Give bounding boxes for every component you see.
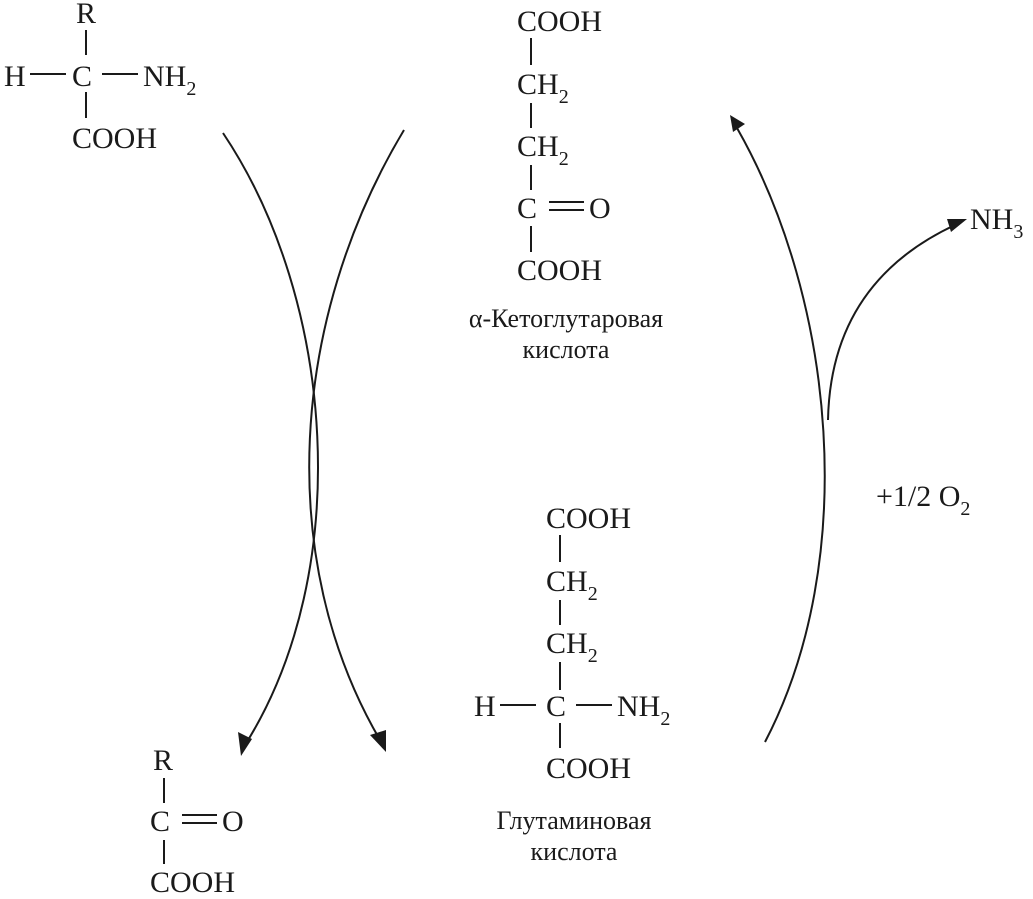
akg-o: O — [589, 192, 611, 225]
akg-name-line2: кислота — [523, 335, 610, 364]
arrow-akg-to-glu — [308, 129, 405, 741]
akg-ch2-1: CH2 — [517, 68, 569, 108]
arrow-head-ammonia — [947, 219, 967, 232]
glu-nh2: NH2 — [617, 690, 670, 730]
akg-name-line1: α-Кетоглутаровая — [469, 304, 663, 333]
arrow-glu-to-akg — [736, 127, 826, 743]
keto-acid-o: O — [222, 805, 244, 838]
arrow-to-ammonia — [827, 224, 956, 421]
amino-acid-structure: R H C NH2 COOH — [4, 0, 196, 155]
akg-c: C — [517, 192, 537, 225]
keto-acid-c: C — [150, 805, 170, 838]
glutamate-structure: COOH CH2 CH2 H C NH2 COOH Глутаминовая к… — [474, 502, 670, 866]
glu-cooh-top: COOH — [546, 502, 631, 535]
akg-ch2-2: CH2 — [517, 130, 569, 170]
glu-name-line2: кислота — [531, 837, 618, 866]
amino-acid-h: H — [4, 60, 26, 93]
glu-name-line1: Глутаминовая — [497, 806, 652, 835]
arrow-head-keto — [238, 732, 252, 756]
oxygen-label: +1/2 O2 — [876, 480, 970, 520]
glu-c: C — [546, 690, 566, 723]
glu-ch2-1: CH2 — [546, 565, 598, 605]
amino-acid-cooh: COOH — [72, 122, 157, 155]
amino-acid-r: R — [76, 0, 96, 30]
alpha-ketoglutarate-structure: COOH CH2 CH2 C O COOH α-Кетоглутаровая к… — [469, 5, 663, 364]
keto-acid-structure: R C O COOH — [150, 744, 244, 899]
amino-acid-nh2: NH2 — [143, 60, 196, 100]
arrow-amino-to-keto — [222, 132, 319, 746]
akg-cooh-top: COOH — [517, 5, 602, 38]
arrow-head-akg — [730, 115, 745, 132]
akg-cooh-bottom: COOH — [517, 254, 602, 287]
amino-acid-c: C — [72, 60, 92, 93]
glu-cooh-bottom: COOH — [546, 752, 631, 785]
arrow-head-glu — [370, 730, 386, 752]
keto-acid-cooh: COOH — [150, 866, 235, 894]
deamination-arrows — [730, 115, 967, 743]
keto-acid-r: R — [153, 744, 173, 777]
glu-h: H — [474, 690, 496, 723]
glu-ch2-2: CH2 — [546, 627, 598, 667]
ammonia-label: NH3 — [970, 203, 1023, 243]
transamination-arrows — [222, 129, 405, 756]
